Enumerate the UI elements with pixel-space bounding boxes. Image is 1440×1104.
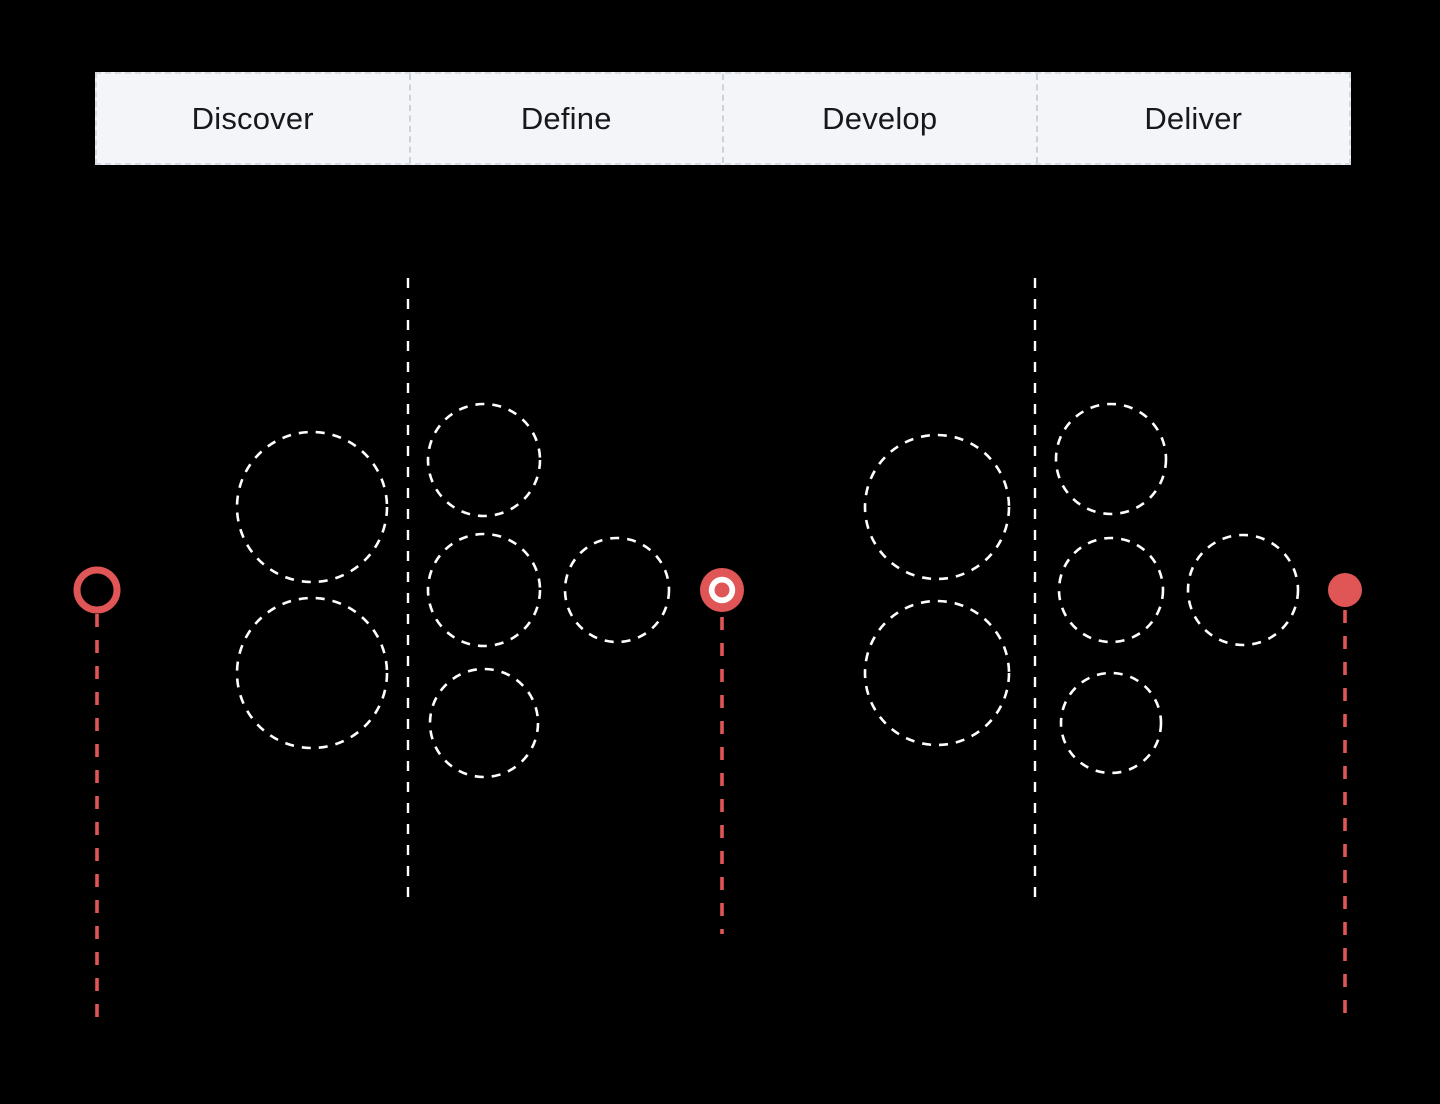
milestone-marker-midpoint-center [714,582,730,598]
milestone-marker-end [1328,573,1362,607]
idea-circle-define [426,402,542,518]
idea-circle-define [428,667,540,779]
idea-circle-discover [235,596,389,750]
phase-header-bar: Discover Define Develop Deliver [95,72,1351,165]
idea-circle-define [563,536,671,644]
idea-circle-deliver [1057,536,1165,644]
milestone-marker-start [73,566,121,614]
phase-label-develop: Develop [722,74,1036,163]
idea-circle-discover [235,430,389,584]
phase-label-discover: Discover [191,100,314,136]
idea-circle-deliver [1059,671,1163,775]
idea-circle-deliver [1186,533,1300,647]
idea-circle-define [426,532,542,648]
idea-circle-develop [863,433,1011,581]
idea-circle-develop [863,599,1011,747]
idea-circle-deliver [1054,402,1168,516]
phase-label-define: Define [408,74,723,163]
phase-label-deliver: Deliver [1035,74,1350,163]
